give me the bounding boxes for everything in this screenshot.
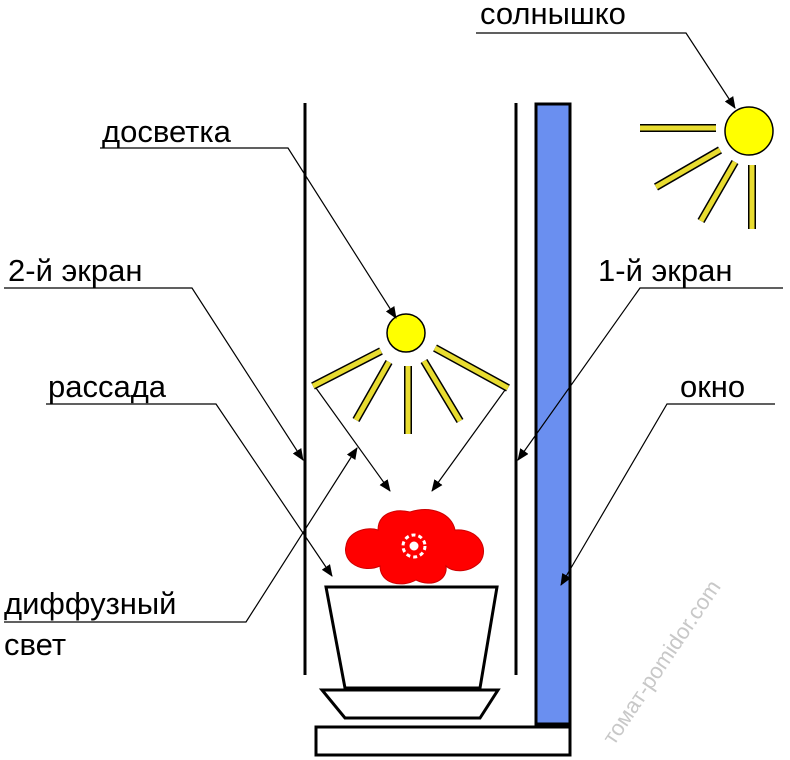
label-sun: солнышко [480,0,626,31]
label-lamp: досветка [102,114,232,149]
flower-icon [345,509,485,585]
label-diffuse-light-2: свет [4,627,66,662]
watermark: томат-pomidor.com [597,575,725,748]
flower-pot-icon [318,585,501,720]
windowsill [314,725,572,757]
label-screen-1: 1-й экран [598,253,732,288]
label-seedlings: рассада [48,369,167,404]
window-pane [534,102,572,726]
pointer-lines [4,32,783,623]
label-diffuse-light-1: диффузный [4,586,177,621]
sun-icon [640,106,774,229]
lamp-sun-icon [311,313,510,434]
label-window: окно [680,369,745,404]
label-screen-2: 2-й экран [8,253,142,288]
